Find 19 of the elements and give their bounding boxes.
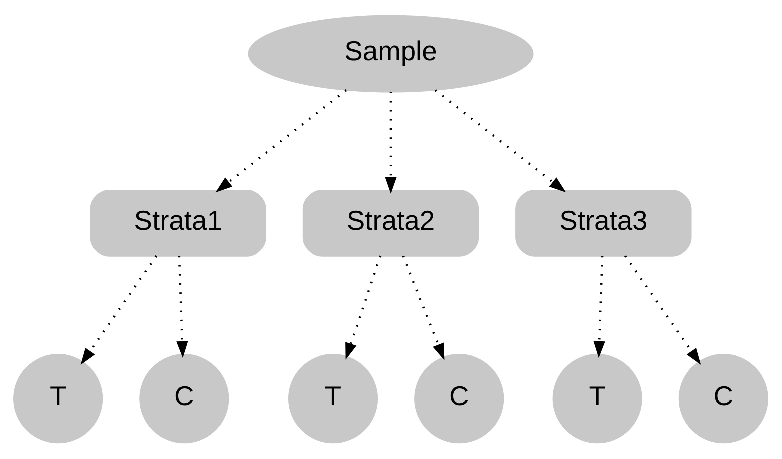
arrow — [216, 90, 348, 193]
arrow — [176, 256, 188, 358]
node-circle: C — [678, 354, 768, 444]
arrow — [402, 256, 445, 360]
node-circle: C — [414, 354, 504, 444]
arrow — [385, 92, 397, 194]
node-circle: C — [140, 354, 230, 444]
node-ellipse: Sample — [248, 15, 534, 93]
arrow — [80, 256, 158, 366]
node-box: Strata3 — [516, 190, 692, 257]
node-circle: T — [14, 354, 104, 444]
node-box: Strata1 — [90, 190, 266, 257]
arrow — [624, 256, 702, 366]
node-circle: T — [288, 354, 378, 444]
arrow — [434, 90, 566, 193]
node-box: Strata2 — [302, 190, 480, 257]
arrow — [346, 256, 382, 360]
node-circle: T — [552, 354, 642, 444]
arrow — [594, 256, 606, 358]
